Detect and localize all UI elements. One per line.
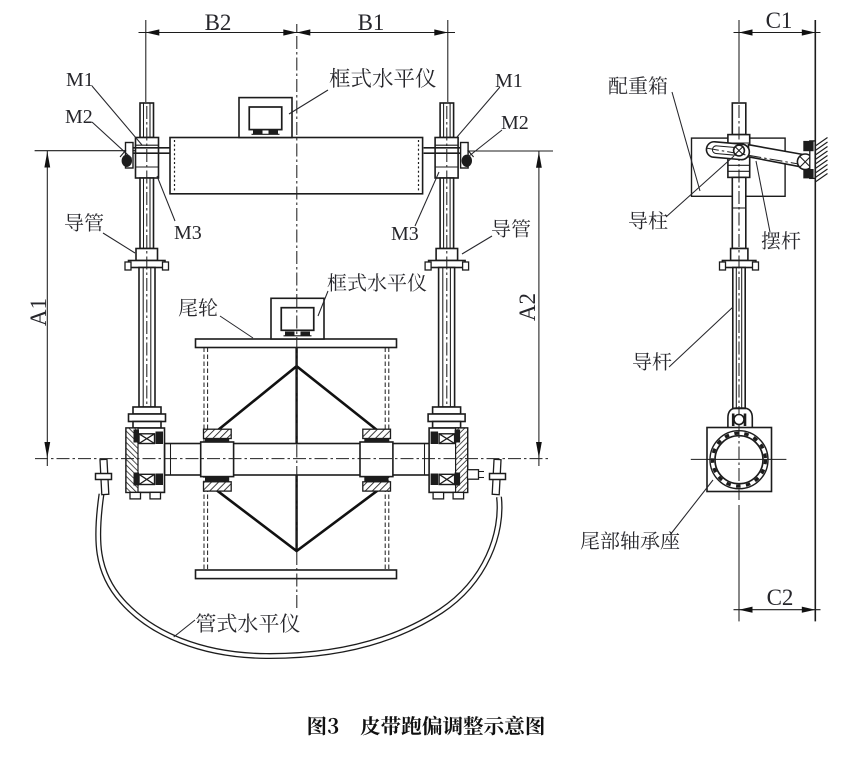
svg-text:M3: M3 [174, 222, 202, 244]
svg-text:C1: C1 [766, 8, 793, 33]
svg-text:A1: A1 [26, 298, 51, 326]
svg-text:M3: M3 [391, 223, 419, 245]
svg-text:A2: A2 [515, 293, 540, 321]
svg-text:B1: B1 [358, 10, 385, 35]
svg-text:M2: M2 [501, 112, 529, 134]
svg-text:M2: M2 [65, 106, 93, 128]
svg-text:B2: B2 [205, 10, 232, 35]
svg-text:M1: M1 [66, 69, 94, 91]
svg-text:C2: C2 [767, 585, 794, 610]
svg-text:M1: M1 [495, 70, 523, 92]
